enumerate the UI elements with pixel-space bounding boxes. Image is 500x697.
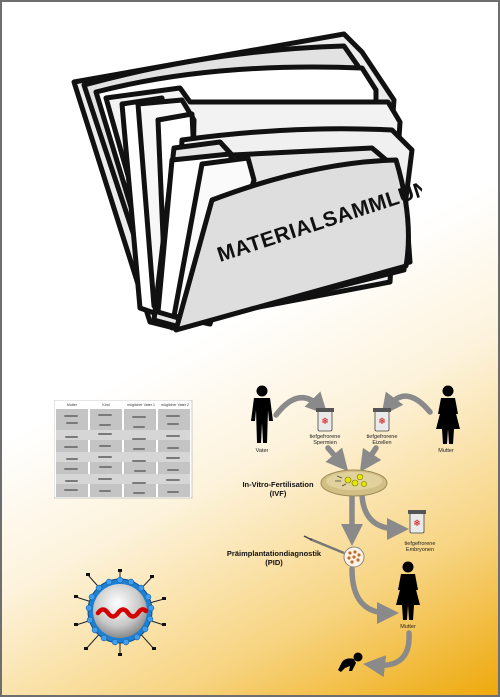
- folder-icon: MATERIALSAMMLUNG: [71, 31, 422, 333]
- arrow-mother-baby: [363, 630, 412, 677]
- label-ivf-2: (IVF): [270, 489, 287, 498]
- arrow-father-sperm: [273, 391, 328, 418]
- gel-header-3: möglicher Vater 1: [127, 403, 155, 407]
- petri-dish-icon: [320, 469, 388, 497]
- svg-text:❄: ❄: [378, 416, 386, 426]
- arrow-pid-mother: [349, 566, 399, 624]
- mother-icon: [436, 385, 460, 444]
- label-eggs-2: Eizellen: [372, 440, 391, 446]
- svg-text:❄: ❄: [321, 416, 329, 426]
- label-father: Vater: [256, 448, 269, 454]
- label-sperm-1: tiefgefrorene: [310, 434, 341, 440]
- vial-icon: ❄: [373, 408, 391, 432]
- arrow-mother-eggs: [381, 391, 433, 416]
- label-pid-1: Präimplantationdiagnostik: [227, 549, 322, 558]
- arrow-sperm-ivf: [325, 445, 349, 472]
- label-embryos-1: tiefgefrorene: [405, 541, 436, 547]
- label-eggs-1: tiefgefrorene: [367, 434, 398, 440]
- label-pid-2: (PID): [265, 558, 283, 567]
- father-icon: [251, 385, 273, 443]
- label-mother-top: Mutter: [438, 448, 454, 454]
- label-ivf-1: In-Vitro-Fertilisation: [242, 480, 314, 489]
- svg-text:❄: ❄: [413, 518, 421, 528]
- gel-header-1: Mutter: [67, 403, 78, 407]
- mother-icon: [396, 561, 420, 620]
- arrow-ivf-embryos: [359, 492, 409, 540]
- virus-icon: [74, 569, 166, 656]
- gel-header-4: möglicher Vater 2: [161, 403, 189, 407]
- ivf-diagram: Vater Mutter ❄ tiefgefrorene Spermien ❄ …: [227, 385, 460, 677]
- petri-dish-icon: [343, 546, 365, 568]
- label-sperm-2: Spermien: [313, 440, 337, 446]
- vial-icon: ❄: [408, 510, 426, 534]
- baby-icon: [338, 652, 363, 672]
- label-embryos-2: Embryonen: [406, 547, 434, 553]
- gel-header-2: Kind: [102, 403, 109, 407]
- label-mother-bottom: Mutter: [400, 624, 416, 630]
- arrow-eggs-ivf: [359, 445, 382, 473]
- gel-electrophoresis: Mutter Kind möglicher Vater 1 möglicher …: [54, 400, 193, 499]
- vial-icon: ❄: [316, 408, 334, 432]
